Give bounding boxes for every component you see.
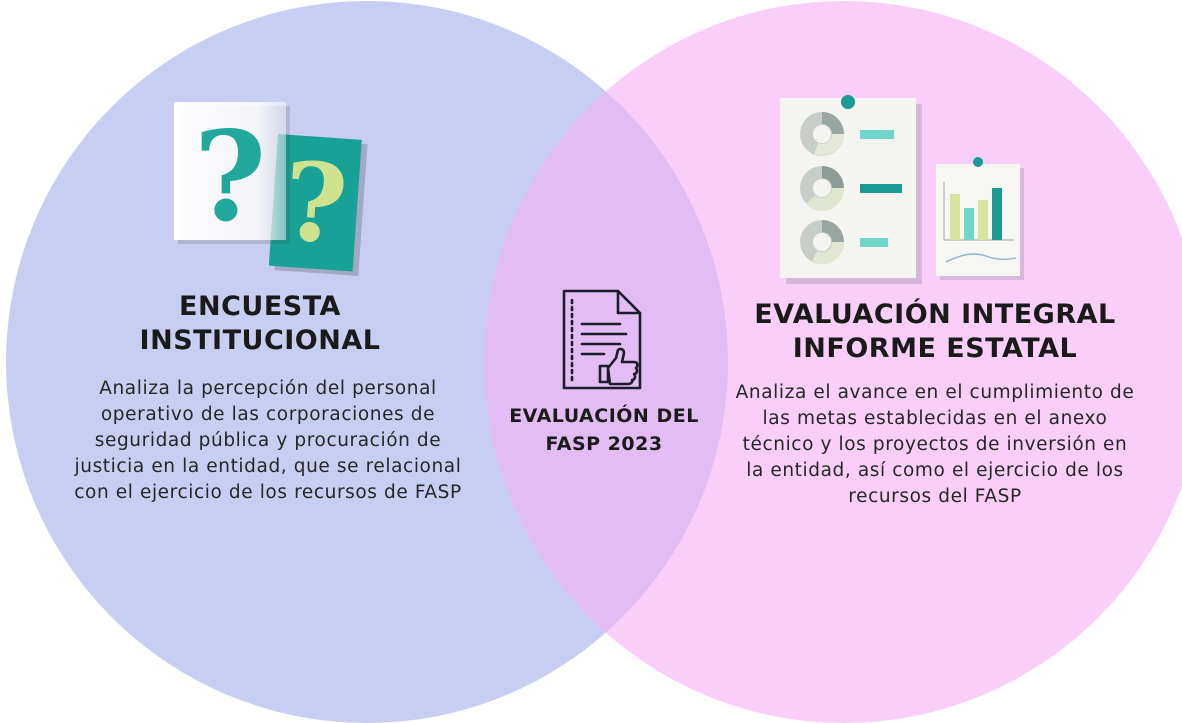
left-title-line2: INSTITUCIONAL bbox=[139, 325, 381, 356]
right-title-line1: EVALUACIÓN INTEGRAL bbox=[754, 299, 1116, 330]
report-charts-icon bbox=[780, 95, 1024, 284]
question-cards-icon: ? ? bbox=[174, 102, 368, 276]
center-title-line2: FASP 2023 bbox=[545, 433, 663, 455]
right-description: Analiza el avance en el cumplimiento de … bbox=[735, 382, 1135, 507]
svg-text:?: ? bbox=[194, 105, 267, 250]
left-title-line1: ENCUESTA bbox=[179, 291, 341, 322]
left-title: ENCUESTA INSTITUCIONAL bbox=[110, 290, 410, 358]
left-description: Analiza la percepción del personal opera… bbox=[74, 378, 462, 503]
center-title-line1: EVALUACIÓN DEL bbox=[509, 405, 699, 427]
center-title: EVALUACIÓN DEL FASP 2023 bbox=[488, 402, 720, 458]
document-thumbs-up-icon bbox=[562, 289, 642, 390]
svg-text:?: ? bbox=[279, 139, 351, 269]
right-title: EVALUACIÓN INTEGRAL INFORME ESTATAL bbox=[740, 298, 1130, 366]
right-title-line2: INFORME ESTATAL bbox=[792, 333, 1078, 364]
